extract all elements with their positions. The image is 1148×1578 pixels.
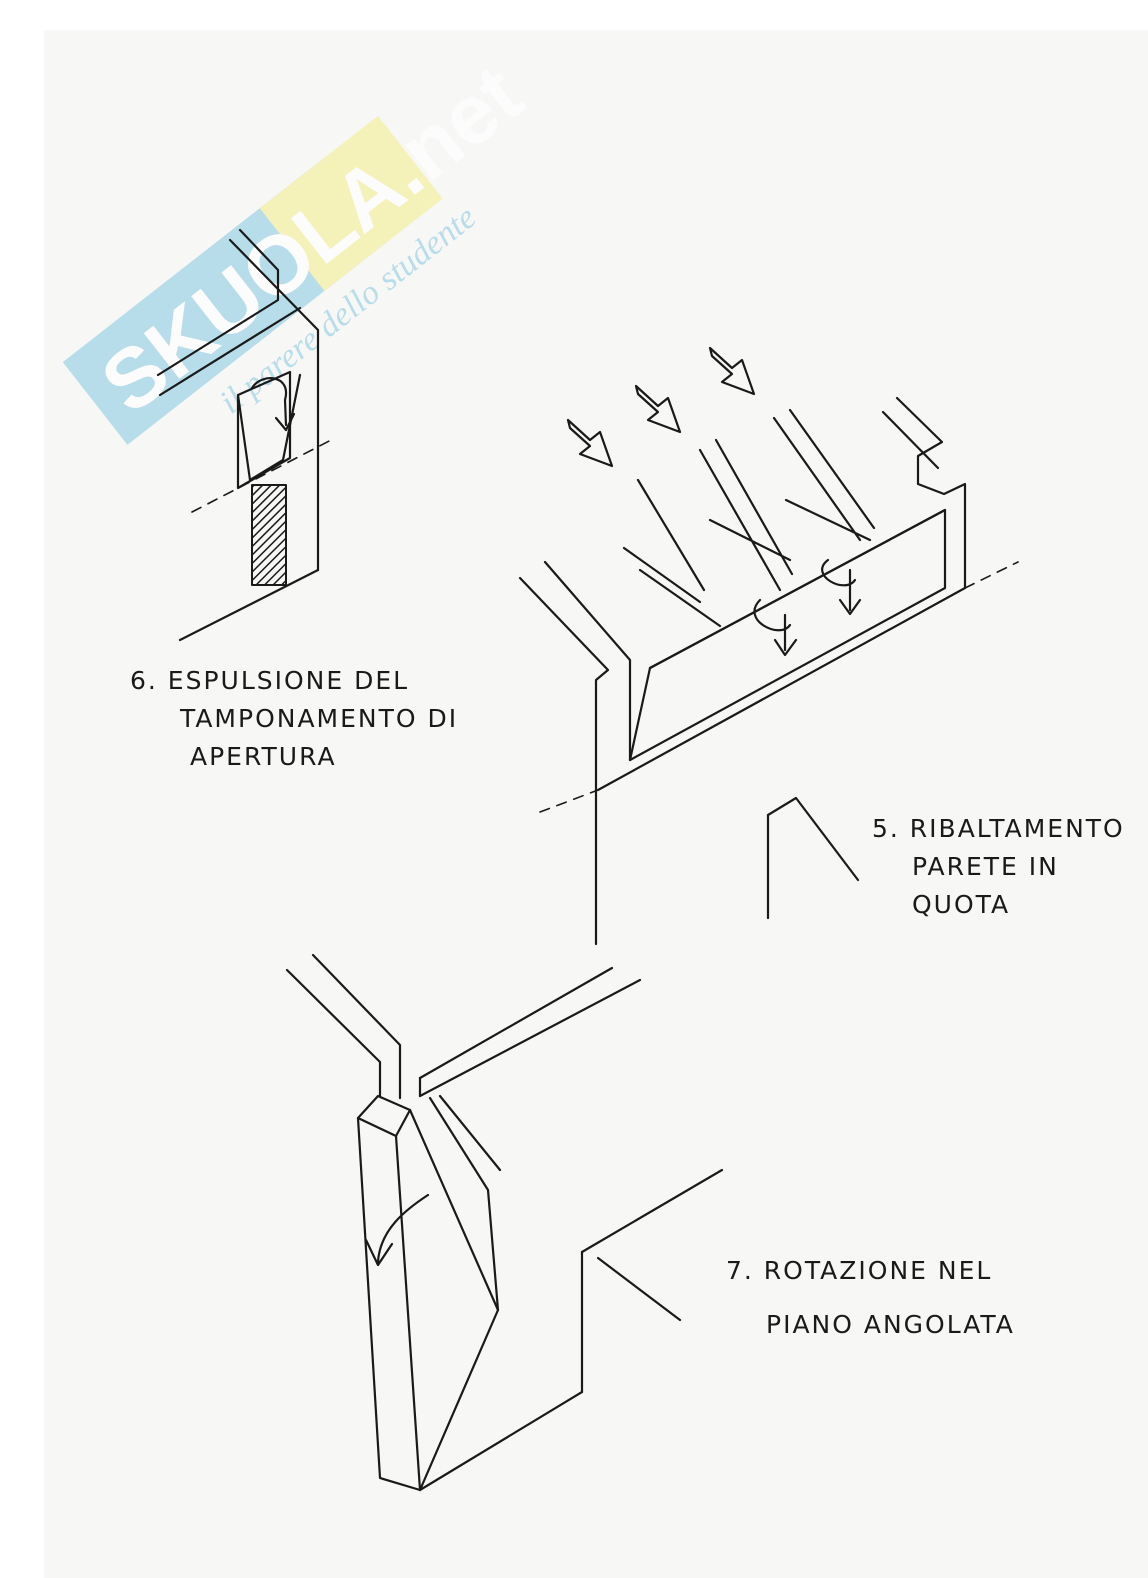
watermark-logo: SKUOLA.net il parere dello studente [62,47,539,445]
rotation-arrow-5a [753,598,798,657]
watermark-accent-bar [259,115,443,291]
rotated-pier-top [356,1094,412,1138]
load-arrow-1 [566,418,614,468]
caption-mechanism-5: 5. RIBALTAMENTO PARETE IN QUOTA [872,810,1125,924]
rotation-arrow-7 [364,1193,430,1267]
caption-mechanism-7: 7. ROTAZIONE NEL PIANO ANGOLATA [726,1244,1015,1352]
sketch-mechanism-5 [518,346,1019,946]
infill-panel [236,370,292,490]
caption-5-line-2: PARETE IN [912,852,1059,881]
caption-5-line-1: 5. RIBALTAMENTO [872,814,1125,843]
load-arrow-3 [708,346,756,396]
caption-mechanism-6: 6. ESPULSIONE DEL TAMPONAMENTO DI APERTU… [130,662,458,776]
sketch-mechanism-7 [285,953,724,1492]
caption-5-line-3: QUOTA [912,890,1011,919]
caption-7-line-2: PIANO ANGOLATA [766,1310,1015,1339]
watermark-logo-text: SKUOLA.net [84,47,539,431]
hatched-void [251,484,287,586]
caption-7-line-1: 7. ROTAZIONE NEL [726,1256,993,1285]
sketch-mechanism-6 [156,228,336,642]
rotation-arrow-6 [250,377,288,427]
caption-6-line-3: APERTURA [190,742,337,771]
caption-6-line-1: 6. ESPULSIONE DEL [130,666,410,695]
load-arrow-2 [634,384,682,434]
rotation-arrow-5b [821,558,862,616]
caption-6-line-2: TAMPONAMENTO DI [180,704,459,733]
